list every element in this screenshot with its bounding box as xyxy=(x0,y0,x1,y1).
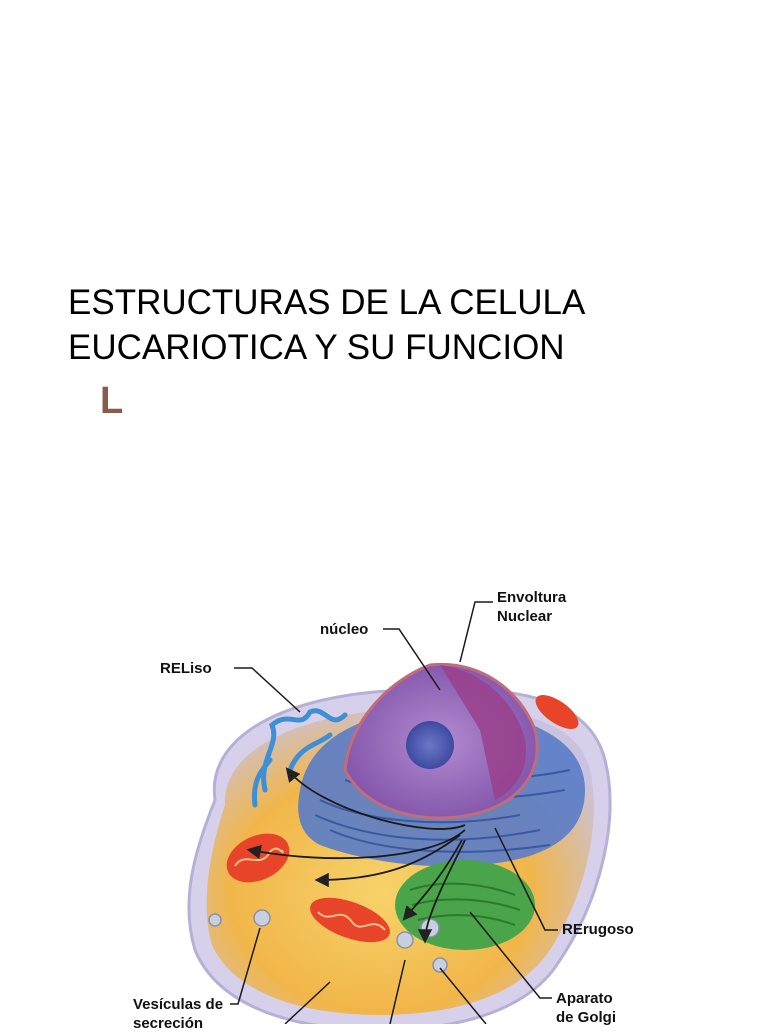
leader-lines xyxy=(230,601,558,1024)
slide-title-line-2: EUCARIOTICA Y SU FUNCION xyxy=(68,328,565,367)
label-vesiculas-secrecion: Vesículas de secreción xyxy=(133,995,223,1033)
label-rerugoso: RErugoso xyxy=(562,921,634,938)
slide-title-line-1: ESTRUCTURAS DE LA CELULA xyxy=(68,283,586,322)
label-reliso: RELiso xyxy=(160,660,212,677)
label-envoltura-line-1: Envoltura xyxy=(497,589,567,606)
label-aparato-line-2: de Golgi xyxy=(556,1009,616,1026)
label-envoltura-nuclear: Envoltura Nuclear xyxy=(497,588,566,626)
mitochondria xyxy=(226,695,579,943)
label-aparato-golgi: Aparato de Golgi xyxy=(556,989,616,1027)
label-aparato-line-1: Aparato xyxy=(556,990,613,1007)
label-vesiculas-line-1: Vesículas de xyxy=(133,996,224,1013)
label-envoltura-line-2: Nuclear xyxy=(497,608,553,625)
cell-body xyxy=(187,662,612,1024)
label-nucleo: núcleo xyxy=(320,621,369,638)
slide-title: ESTRUCTURAS DE LA CELULA EUCARIOTICA Y S… xyxy=(68,280,585,370)
slide-letter: L xyxy=(100,380,124,422)
